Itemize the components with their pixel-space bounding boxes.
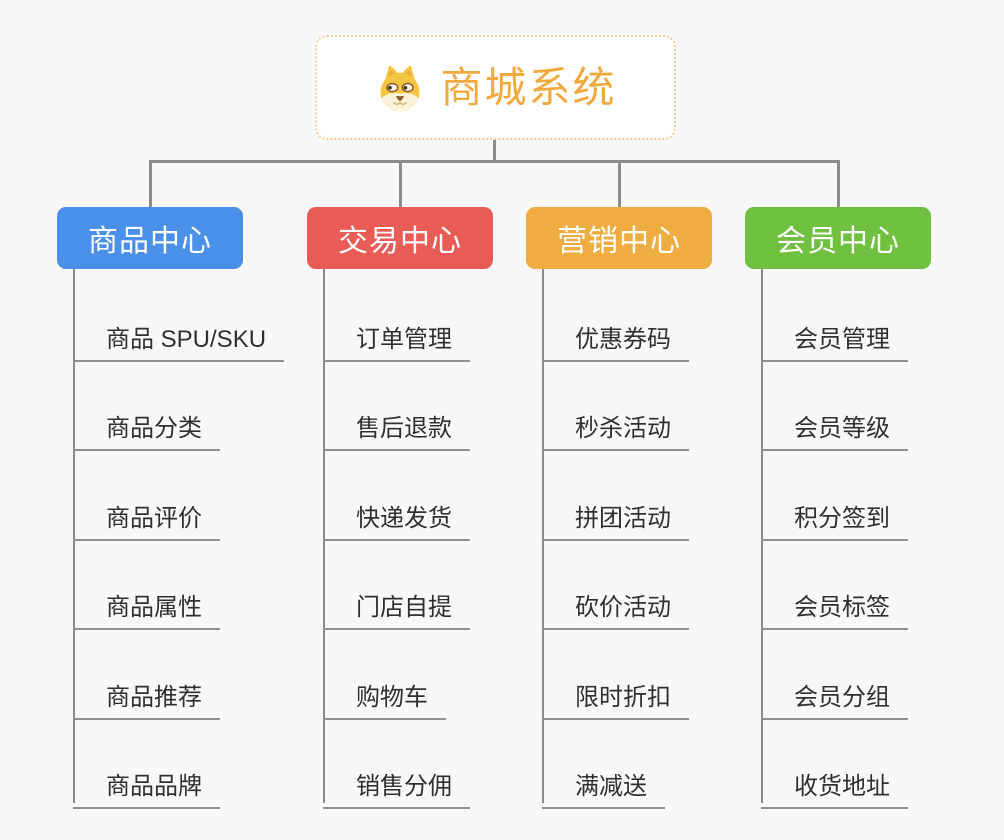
- leaf-node[interactable]: 收货地址: [761, 753, 908, 809]
- leaf-node[interactable]: 商品属性: [73, 574, 220, 630]
- root-node-title: 商城系统: [440, 63, 617, 111]
- leaf-node[interactable]: 快递发货: [323, 485, 470, 541]
- dog-face-icon: [380, 65, 420, 112]
- branch-spine: [761, 269, 763, 803]
- leaf-node[interactable]: 售后退款: [323, 395, 470, 451]
- leaf-node[interactable]: 商品品牌: [73, 753, 220, 809]
- leaf-node[interactable]: 订单管理: [323, 306, 470, 362]
- leaf-node[interactable]: 满减送: [542, 753, 665, 809]
- branch-column-trade: 交易中心 订单管理 售后退款 快递发货 门店自提 购物车 销售分佣: [307, 207, 567, 840]
- branch-node-products[interactable]: 商品中心: [57, 207, 243, 269]
- leaf-node[interactable]: 会员管理: [761, 306, 908, 362]
- leaf-node[interactable]: 秒杀活动: [542, 395, 689, 451]
- branch-column-products: 商品中心 商品 SPU/SKU 商品分类 商品评价 商品属性 商品推荐 商品品牌: [57, 207, 317, 840]
- leaf-node[interactable]: 积分签到: [761, 485, 908, 541]
- branch-spine: [73, 269, 75, 803]
- leaf-node[interactable]: 砍价活动: [542, 574, 689, 630]
- connector-drop-branch-2: [399, 160, 402, 207]
- leaf-node[interactable]: 商品 SPU/SKU: [73, 306, 285, 362]
- leaf-node[interactable]: 购物车: [323, 664, 446, 720]
- connector-drop-branch-4: [837, 160, 840, 207]
- connector-drop-branch-3: [618, 160, 621, 207]
- branch-node-members[interactable]: 会员中心: [745, 207, 931, 269]
- branch-spine: [323, 269, 325, 803]
- leaf-node[interactable]: 拼团活动: [542, 485, 689, 541]
- leaf-node[interactable]: 限时折扣: [542, 664, 689, 720]
- leaf-node[interactable]: 会员等级: [761, 395, 908, 451]
- leaf-node[interactable]: 商品评价: [73, 485, 220, 541]
- leaf-node[interactable]: 销售分佣: [323, 753, 470, 809]
- branch-column-marketing: 营销中心 优惠券码 秒杀活动 拼团活动 砍价活动 限时折扣 满减送: [526, 207, 786, 840]
- connector-horizontal: [149, 160, 840, 163]
- branch-node-marketing[interactable]: 营销中心: [526, 207, 712, 269]
- branch-node-trade[interactable]: 交易中心: [307, 207, 493, 269]
- root-node[interactable]: 商城系统: [315, 35, 676, 140]
- leaf-node[interactable]: 优惠券码: [542, 306, 689, 362]
- branch-column-members: 会员中心 会员管理 会员等级 积分签到 会员标签 会员分组 收货地址: [745, 207, 1004, 840]
- branch-spine: [542, 269, 544, 803]
- leaf-node[interactable]: 门店自提: [323, 574, 470, 630]
- leaf-node[interactable]: 会员标签: [761, 574, 908, 630]
- leaf-node[interactable]: 商品推荐: [73, 664, 220, 720]
- leaf-node[interactable]: 会员分组: [761, 664, 908, 720]
- leaf-node[interactable]: 商品分类: [73, 395, 220, 451]
- connector-root-drop: [493, 139, 496, 162]
- connector-drop-branch-1: [149, 160, 152, 207]
